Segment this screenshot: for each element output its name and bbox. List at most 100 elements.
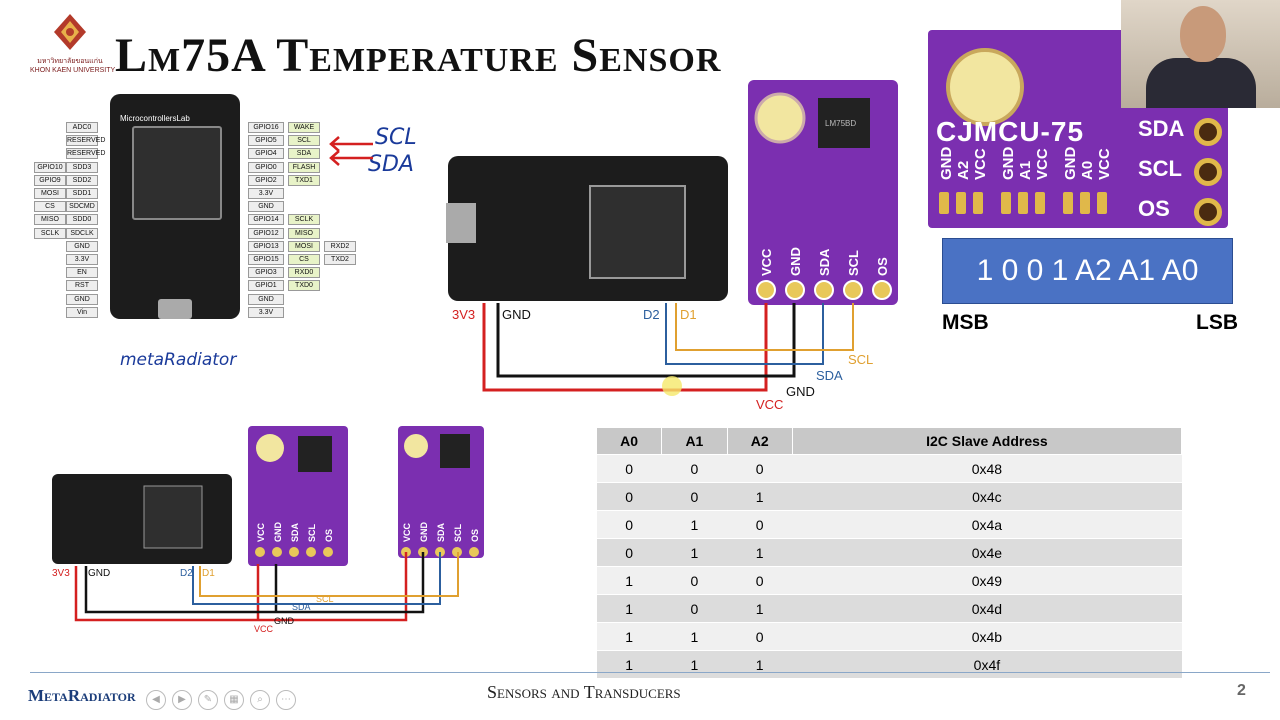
module-name: CJMCU-75 xyxy=(936,116,1085,147)
prev-icon[interactable]: ◀ xyxy=(146,690,166,710)
table-header: A2 xyxy=(726,427,793,455)
slide-title: Lm75A Temperature Sensor xyxy=(115,29,722,82)
annotation-scl: SCL xyxy=(375,125,417,150)
pin-label-right-alt: CS xyxy=(288,254,320,265)
pin-label-left: RESERVED xyxy=(66,148,106,160)
label-3v3: 3V3 xyxy=(452,307,475,322)
cursor-highlight xyxy=(662,376,682,396)
pin-label-right: GPIO5 xyxy=(248,135,284,147)
sensor-pin-pad xyxy=(785,280,805,300)
label-gnd2: GND xyxy=(786,384,815,399)
wire-scl xyxy=(675,303,854,351)
small-sensor-pin-label: OS xyxy=(470,529,480,542)
pin-label-right-alt2: RXD2 xyxy=(324,240,356,252)
nodemcu-board-small xyxy=(52,474,232,564)
module-bottom-pin-label: A2 xyxy=(955,160,972,180)
module-bottom-pin-pad xyxy=(1001,192,1011,214)
pin-label-right-alt: TXD0 xyxy=(288,280,320,292)
pin-label-left: Vin xyxy=(66,306,98,318)
pin-label-left-alt: GPIO10 xyxy=(34,161,66,173)
pin-label-right: GPIO16 xyxy=(248,122,284,133)
small-label-scl: SCL xyxy=(316,594,334,604)
small-label-sda: SDA xyxy=(292,602,311,612)
table-cell: 1 xyxy=(727,482,793,511)
sensor-pin-label: SDA xyxy=(817,248,832,276)
pin-label-right: GND xyxy=(248,293,284,305)
presenter-face xyxy=(1180,6,1226,62)
slides-icon[interactable]: ▦ xyxy=(224,690,244,710)
wire-gnd-small xyxy=(84,552,425,614)
module-bottom-pin-label: VCC xyxy=(1096,148,1113,180)
small-sensor-pin-label: VCC xyxy=(402,522,412,542)
small-sensor-pin-label: OS xyxy=(324,529,334,542)
table-cell: 1 xyxy=(727,650,793,678)
label-sda: SDA xyxy=(816,368,843,383)
table-cell: 0x49 xyxy=(792,566,1182,595)
table-cell: 0 xyxy=(661,566,728,595)
esp-module-small xyxy=(143,485,203,549)
pin-label-left: SDD3 xyxy=(66,161,98,173)
pin-label-left: GND xyxy=(66,240,98,252)
pin-label-left: ADC0 xyxy=(66,122,98,133)
pin-label-right: GPIO0 xyxy=(248,161,284,173)
table-cell: 0 xyxy=(661,454,728,483)
pin-label-left-alt: SCLK xyxy=(34,227,66,239)
pin-label-right: GPIO13 xyxy=(248,240,284,252)
table-header: I2C Slave Address xyxy=(791,427,1183,455)
module-bottom-pin-pad xyxy=(956,192,966,214)
sensor-pin-pad xyxy=(872,280,892,300)
hole-1 xyxy=(256,434,284,462)
pen-icon[interactable]: ✎ xyxy=(198,690,218,710)
pin-label-right-alt: TXD1 xyxy=(288,174,320,186)
sensor-pin-label: SCL xyxy=(846,250,861,276)
table-cell: 1 xyxy=(727,594,793,623)
pin-label-left-alt: GPIO9 xyxy=(34,174,66,186)
module-pin-pad xyxy=(1194,118,1222,146)
table-cell: 0 xyxy=(727,566,793,595)
table-cell: 0 xyxy=(727,454,793,483)
footer-course: Sensors and Transducers xyxy=(487,682,681,702)
usb-port xyxy=(158,299,192,319)
label-d2: D2 xyxy=(643,307,660,322)
pin-label-right: 3.3V xyxy=(248,306,284,318)
sensor-pin-label: GND xyxy=(788,247,803,276)
pin-label-left: SDD0 xyxy=(66,214,98,226)
table-cell: 0 xyxy=(727,622,793,651)
small-sensor-pin-label: GND xyxy=(419,522,429,543)
small-sensor-pin-pad xyxy=(289,547,299,557)
wire-vcc xyxy=(482,303,768,392)
logo-text-thai: มหาวิทยาลัยขอนแก่น xyxy=(37,58,103,65)
pin-label-right-alt: SCL xyxy=(288,135,320,147)
pin-label-left: RESERVED xyxy=(66,135,106,147)
logo-text-english: KHON KAEN UNIVERSITY xyxy=(30,67,116,74)
module-pin-pad xyxy=(1194,198,1222,226)
small-sensor-pin-pad xyxy=(469,547,479,557)
next-icon[interactable]: ▶ xyxy=(172,690,192,710)
small-label-vcc: VCC xyxy=(254,624,274,634)
table-cell: 0x4f xyxy=(792,650,1182,678)
zoom-icon[interactable]: ⌕ xyxy=(250,690,270,710)
pin-label-left: EN xyxy=(66,267,98,279)
module-bottom-pin-label: VCC xyxy=(972,148,989,180)
module-bottom-pin-pad xyxy=(1080,192,1090,214)
pin-label-right-alt: SCLK xyxy=(288,214,320,226)
table-cell: 1 xyxy=(661,650,728,678)
more-icon[interactable]: ⋯ xyxy=(276,690,296,710)
table-cell: 1 xyxy=(661,510,728,539)
pin-label-right-alt2: TXD2 xyxy=(324,254,356,265)
board-brand: MicrocontrollersLab xyxy=(120,114,190,123)
sensor-pin-pad xyxy=(843,280,863,300)
pin-label-right-alt: MOSI xyxy=(288,240,320,252)
sensor-pin-pad xyxy=(814,280,834,300)
mounting-hole xyxy=(754,92,806,144)
module-bottom-pin-label: VCC xyxy=(1034,148,1051,180)
wire-scl-small xyxy=(199,552,459,597)
label-gnd: GND xyxy=(502,307,531,322)
